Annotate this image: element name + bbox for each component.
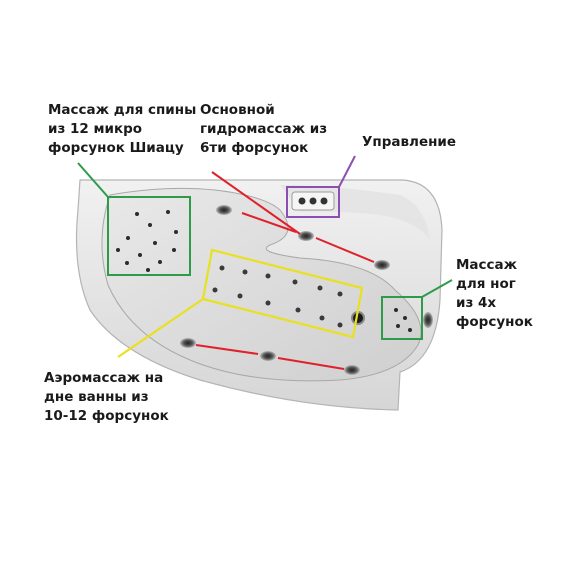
control-callout-line [338, 155, 356, 188]
hydro-line [211, 171, 301, 235]
back-callout [77, 162, 191, 276]
bathtub [75, 179, 443, 411]
micro-jet [135, 212, 139, 216]
aero-jets [212, 265, 343, 328]
foot-callout [381, 279, 453, 340]
control-button-icon [320, 197, 328, 205]
micro-jet [146, 268, 150, 272]
micro-jet [116, 248, 120, 252]
micro-jet [174, 230, 178, 234]
aero-jet [295, 307, 301, 313]
micro-jet [126, 236, 130, 240]
back-callout-box [107, 196, 191, 276]
hydro-line [195, 344, 259, 355]
foot-jet [423, 312, 433, 328]
aero-callout-box [201, 248, 364, 339]
back-micro-jets [116, 210, 178, 272]
aero-jet [242, 269, 248, 275]
aero-jet [212, 287, 218, 293]
back-callout-line [77, 162, 109, 198]
aero-jet [319, 315, 325, 321]
hydro-jet [260, 351, 276, 361]
control-button-icon [298, 197, 306, 205]
micro-jet [148, 223, 152, 227]
micro-jet [172, 248, 176, 252]
hydro-jet [298, 231, 314, 241]
control-callout [286, 155, 356, 218]
aero-jet [292, 279, 298, 285]
micro-jet [158, 260, 162, 264]
label-hydro-massage: Основной гидромассаж из 6ти форсунок [200, 102, 328, 156]
micro-jet [153, 241, 157, 245]
hydro-jet [344, 365, 360, 375]
foot-jets [394, 308, 412, 332]
aero-jet [265, 273, 271, 279]
tub-basin [101, 187, 422, 382]
hydro-line [241, 212, 297, 233]
aero-jet [219, 265, 225, 271]
aero-callout [117, 248, 364, 358]
label-control: Управление [362, 134, 457, 150]
foot-micro-jet [396, 324, 400, 328]
micro-jet [125, 261, 129, 265]
foot-callout-box [381, 296, 423, 340]
aero-callout-line [117, 298, 204, 358]
label-back-massage: Массаж для спины из 12 микро форсунок Ши… [48, 102, 197, 156]
hydro-jet [180, 338, 196, 348]
hydro-jet [374, 260, 390, 270]
aero-jet [337, 322, 343, 328]
control-callout-box [286, 186, 340, 218]
control-button-icon [309, 197, 317, 205]
aero-jet [337, 291, 343, 297]
foot-micro-jet [408, 328, 412, 332]
micro-jet [166, 210, 170, 214]
label-aero-massage: Аэромассаж на дне ванны из 10-12 форсуно… [44, 370, 169, 424]
aero-jet [317, 285, 323, 291]
hydro-lines [195, 171, 375, 370]
foot-micro-jet [403, 316, 407, 320]
foot-micro-jet [394, 308, 398, 312]
aero-jet [237, 293, 243, 299]
hydro-jets [180, 205, 433, 375]
hydro-jet [216, 205, 232, 215]
label-foot-massage: Массаж для ног из 4х форсунок [456, 257, 533, 330]
aero-jet [265, 300, 271, 306]
hydro-line [315, 237, 375, 263]
foot-callout-line [421, 279, 453, 298]
micro-jet [138, 253, 142, 257]
hydro-line [277, 357, 345, 370]
